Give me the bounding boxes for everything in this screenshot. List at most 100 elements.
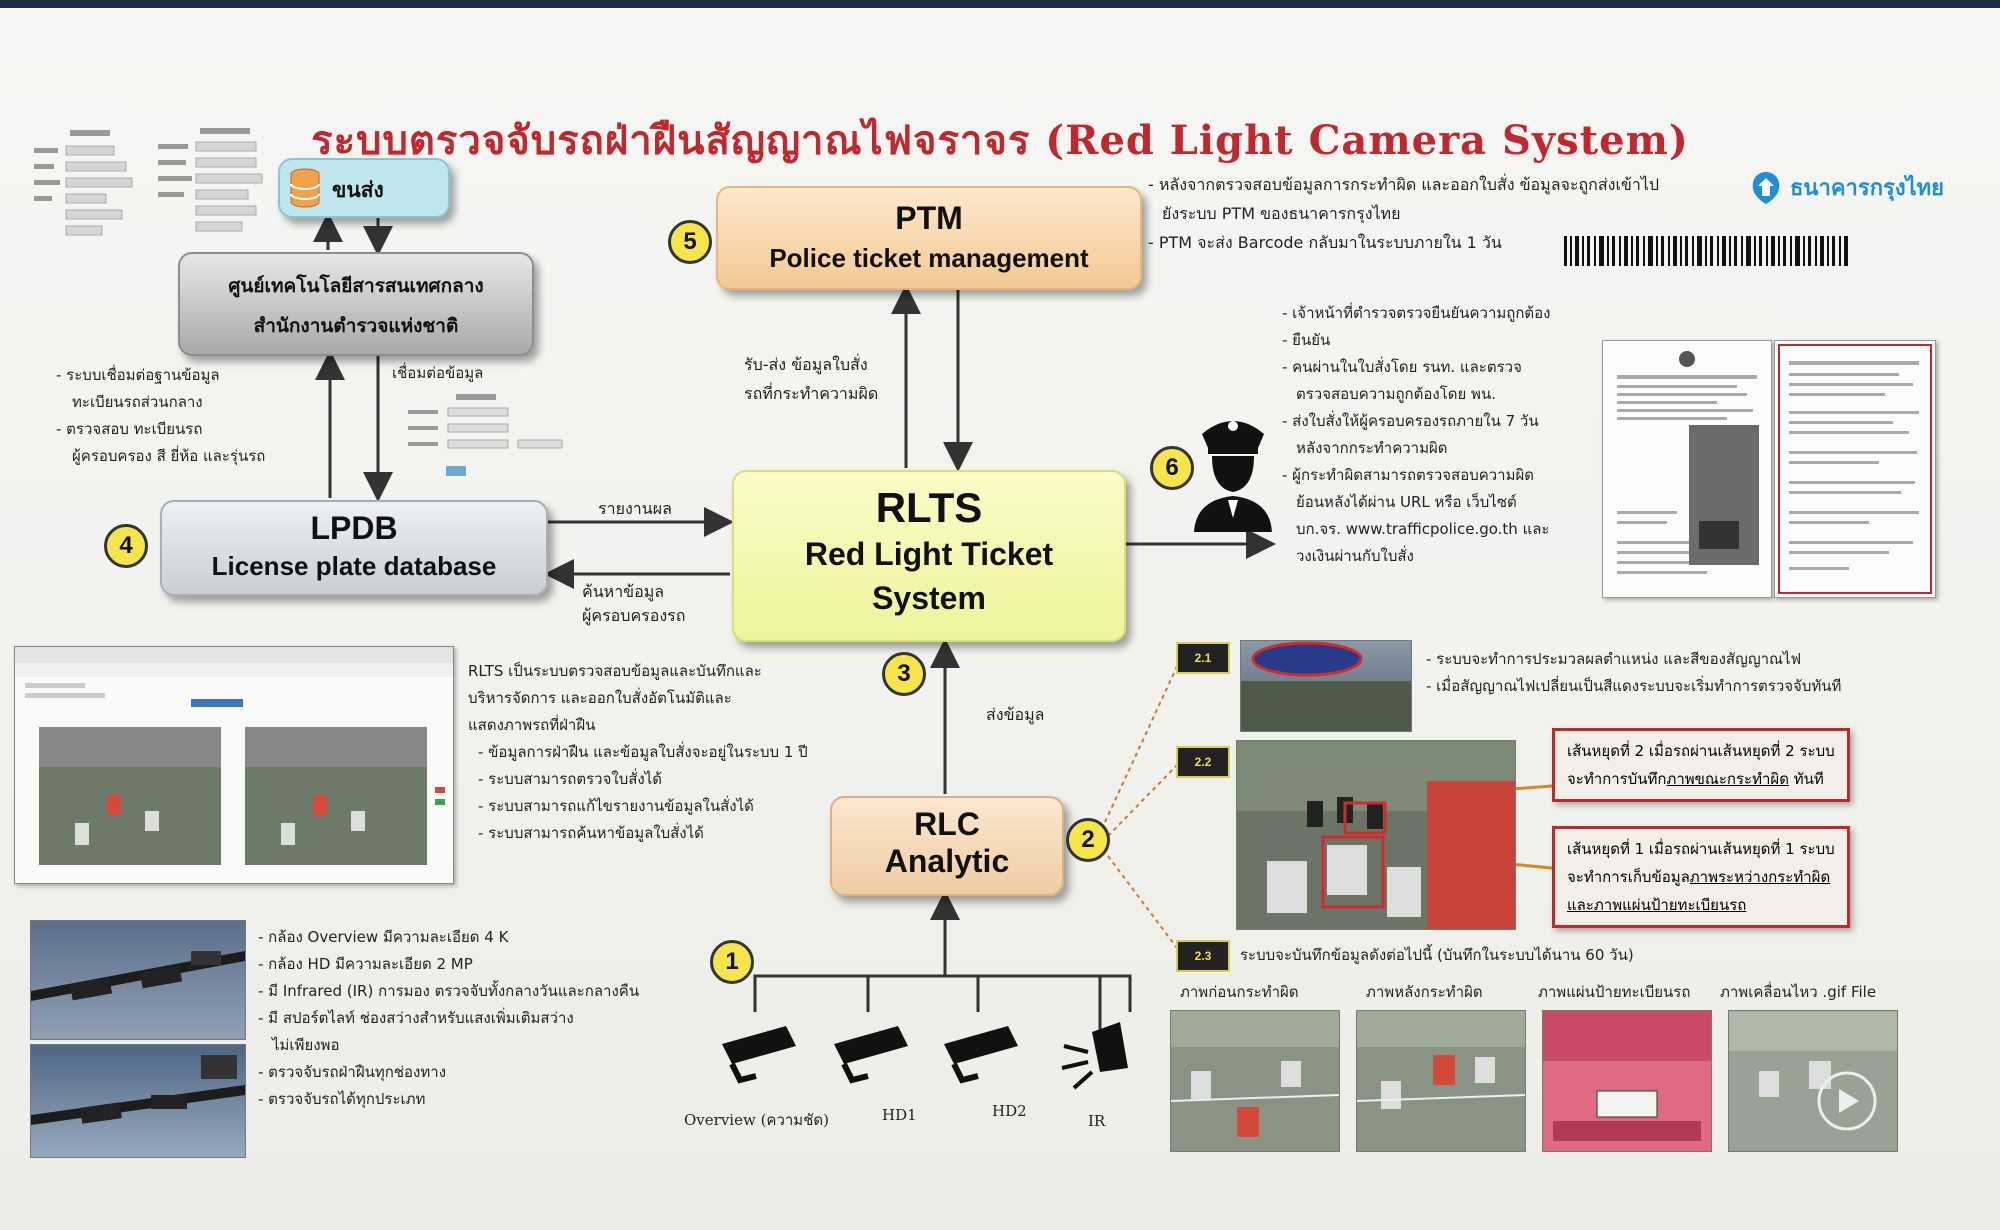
lpdb-arrow-out-label: รายงานผล <box>598 499 672 518</box>
rlts-note-7: - ระบบสามารถค้นหาข้อมูลใบสั่งได้ <box>478 824 704 842</box>
rlc-subtitle: Analytic <box>884 843 1010 879</box>
bank-logo: ธนาคารกรุงไทย <box>1748 164 1960 212</box>
camera-note-4: - มี สปอร์ตไลท์ ช่องสว่างสำหรับแสงเพิ่มเ… <box>258 1009 574 1027</box>
form-mockup <box>30 126 270 256</box>
center-note-3: - ตรวจสอบ ทะเบียนรถ <box>56 420 203 438</box>
hd2-camera-icon <box>944 1026 1018 1084</box>
ptm-note-1: - หลังจากตรวจสอบข้อมูลการกระทำผิด และออก… <box>1148 175 1660 194</box>
camera-pole-graphic-2 <box>31 1055 245 1125</box>
callout-2-underline: ภาพขณะกระทำผิด <box>1666 770 1789 788</box>
connect-label: เชื่อมต่อข้อมูล <box>392 364 484 382</box>
transport-db-box: ขนส่ง <box>278 158 450 218</box>
officer-note-7: - ผู้กระทำผิดสามารถตรวจสอบความผิด <box>1282 466 1535 484</box>
traffic-light-photo <box>1240 640 1412 732</box>
form-mockup-graphic <box>34 128 263 236</box>
center-note-2: ทะเบียนรถส่วนกลาง <box>72 393 203 411</box>
overview-camera-icon <box>722 1026 796 1084</box>
camera-note-1: - กล้อง Overview มีความละเอียด 4 K <box>258 928 509 946</box>
officer-note-5: - ส่งใบสั่งให้ผู้ครอบครองรถภายใน 7 วัน <box>1282 412 1539 430</box>
evidence-caption-3: ภาพแผ่นป้ายทะเบียนรถ <box>1538 983 1691 1001</box>
ptm-box: PTM Police ticket management <box>716 186 1142 290</box>
transport-db-label: ขนส่ง <box>332 178 384 202</box>
hd1-camera-icon <box>834 1026 908 1084</box>
evidence-photo-gif-graphic <box>1729 1011 1897 1131</box>
police-it-center-box: ศูนย์เทคโนโลยีสารสนเทศกลาง สำนักงานตำรวจ… <box>178 252 534 356</box>
send-data-label: ส่งข้อมูล <box>986 705 1045 724</box>
ptm-note-2: ยังระบบ PTM ของธนาคารกรุงไทย <box>1162 204 1401 223</box>
callout-1-pre: จะทำการเก็บข้อมูล <box>1567 868 1690 886</box>
rlts-subtitle-1: Red Light Ticket <box>804 536 1054 572</box>
camera-note-6: - ตรวจจับรถฝ่าฝืนทุกช่องทาง <box>258 1063 447 1081</box>
callout-1-line-2: จะทำการเก็บข้อมูลภาพระหว่างกระทำผิด <box>1567 863 1835 891</box>
badge-2: 2 <box>1066 818 1110 862</box>
evidence-photo-after-graphic <box>1357 1011 1525 1109</box>
tag-2-3: 2.3 <box>1176 940 1230 972</box>
note-2-1-b: - เมื่อสัญญาณไฟเปลี่ยนเป็นสีแดงระบบจะเริ… <box>1426 677 1842 695</box>
lpdb-box: LPDB License plate database <box>160 500 548 596</box>
notes-2-1: - ระบบจะทำการประมวลผลตำแหน่ง และสีของสัญ… <box>1426 646 1841 700</box>
center-line-2: สำนักงานตำรวจแห่งชาติ <box>253 315 459 337</box>
ir-spotlight-icon <box>1061 1022 1128 1090</box>
ptm-notes: - หลังจากตรวจสอบข้อมูลการกระทำผิด และออก… <box>1148 170 1659 257</box>
center-note-1: - ระบบเชื่อมต่อฐานข้อมูล <box>56 366 220 384</box>
camera-note-2: - กล้อง HD มีความละเอียด 2 MP <box>258 955 473 973</box>
center-notes: - ระบบเชื่อมต่อฐานข้อมูล ทะเบียนรถส่วนกล… <box>56 362 265 470</box>
officer-note-9: บก.จร. www.trafficpolice.go.th และ <box>1296 520 1550 538</box>
callout-2-line-1: เส้นหยุดที่ 2 เมื่อรถผ่านเส้นหยุดที่ 2 ร… <box>1567 742 1835 760</box>
police-officer-icon <box>1194 421 1272 532</box>
camera-notes: - กล้อง Overview มีความละเอียด 4 K - กล้… <box>258 924 639 1113</box>
callout-1-line-3: และภาพแผ่นป้ายทะเบียนรถ <box>1567 891 1835 919</box>
ticket-document-1 <box>1602 340 1772 598</box>
lpdb-arrow-in-label: ค้นหาข้อมูล ผู้ครอบครองรถ <box>582 580 685 628</box>
ticket-document-2-graphic <box>1778 344 1932 594</box>
callout-2-post: ทันที <box>1788 770 1824 788</box>
ticket-document-1-graphic <box>1617 351 1759 574</box>
callout-stopline-2: เส้นหยุดที่ 2 เมื่อรถผ่านเส้นหยุดที่ 2 ร… <box>1552 728 1850 802</box>
evidence-photo-after <box>1356 1010 1526 1152</box>
tag-2-2: 2.2 <box>1176 746 1230 778</box>
officer-note-2: - ยืนยัน <box>1282 331 1331 349</box>
officer-note-8: ย้อนหลังได้ผ่าน URL หรือ เว็บไซต์ <box>1296 493 1517 511</box>
lpdb-arrow-in-2: ผู้ครอบครองรถ <box>582 606 686 625</box>
camera-label-ir: IR <box>1088 1112 1106 1130</box>
callout-2-line-2: จะทำการบันทึกภาพขณะกระทำผิด ทันที <box>1567 765 1835 793</box>
lookup-form-graphic <box>408 394 563 476</box>
bank-name: ธนาคารกรุงไทย <box>1790 176 1945 201</box>
camera-pole-graphic-1 <box>31 951 245 1001</box>
officer-note-6: หลังจากกระทำความผิด <box>1296 439 1448 457</box>
badge-4: 4 <box>104 524 148 568</box>
rlts-title: RLTS <box>875 484 983 531</box>
camera-note-3: - มี Infrared (IR) การมอง ตรวจจับทั้งกลา… <box>258 982 640 1000</box>
ptm-note-3: - PTM จะส่ง Barcode กลับมาในระบบภายใน 1 … <box>1148 233 1502 252</box>
officer-note-3: - คนผ่านในใบสั่งโดย รนท. และตรวจ <box>1282 358 1522 376</box>
lpdb-arrow-in-1: ค้นหาข้อมูล <box>582 582 665 601</box>
rlts-note-2: บริหารจัดการ และออกใบสั่งอัตโนมัติและ <box>468 689 732 707</box>
ptm-title: PTM <box>895 200 963 236</box>
barcode-graphic <box>1564 236 1848 266</box>
badge-1: 1 <box>710 940 754 984</box>
rlts-notes: RLTS เป็นระบบตรวจสอบข้อมูลและบันทึกและ บ… <box>468 658 808 847</box>
tag-2-1: 2.1 <box>1176 642 1230 674</box>
notes-2-3: ระบบจะบันทึกข้อมูลดังต่อไปนี้ (บันทึกในร… <box>1240 946 1634 964</box>
evidence-photo-before <box>1170 1010 1340 1152</box>
rlc-box: RLC Analytic <box>830 796 1064 896</box>
camera-bus <box>753 974 1132 1030</box>
ticket-document-2 <box>1774 340 1936 598</box>
camera-label-hd1: HD1 <box>882 1106 917 1124</box>
rlc-title: RLC <box>914 806 980 842</box>
evidence-photo-gif <box>1728 1010 1898 1152</box>
center-note-4: ผู้ครอบครอง สี ยี่ห้อ และรุ่นรถ <box>72 447 266 465</box>
badge-6: 6 <box>1150 446 1194 490</box>
rlts-note-5: - ระบบสามารถตรวจใบสั่งได้ <box>478 770 662 788</box>
barcode-image <box>1564 236 1854 274</box>
camera-pole-photo-2 <box>30 1044 246 1158</box>
callout-1-underline-2: และภาพแผ่นป้ายทะเบียนรถ <box>1567 896 1747 914</box>
rlts-note-3: แสดงภาพรถที่ฝ่าฝืน <box>468 716 596 734</box>
callout-stopline-1: เส้นหยุดที่ 1 เมื่อรถผ่านเส้นหยุดที่ 1 ร… <box>1552 826 1850 928</box>
camera-label-hd2: HD2 <box>992 1102 1027 1120</box>
database-icon <box>290 168 320 208</box>
rlts-screen-mockup <box>14 646 454 884</box>
camera-note-7: - ตรวจจับรถได้ทุกประเภท <box>258 1090 426 1108</box>
rlts-note-6: - ระบบสามารถแก้ไขรายงานข้อมูลในสั่งได้ <box>478 797 754 815</box>
